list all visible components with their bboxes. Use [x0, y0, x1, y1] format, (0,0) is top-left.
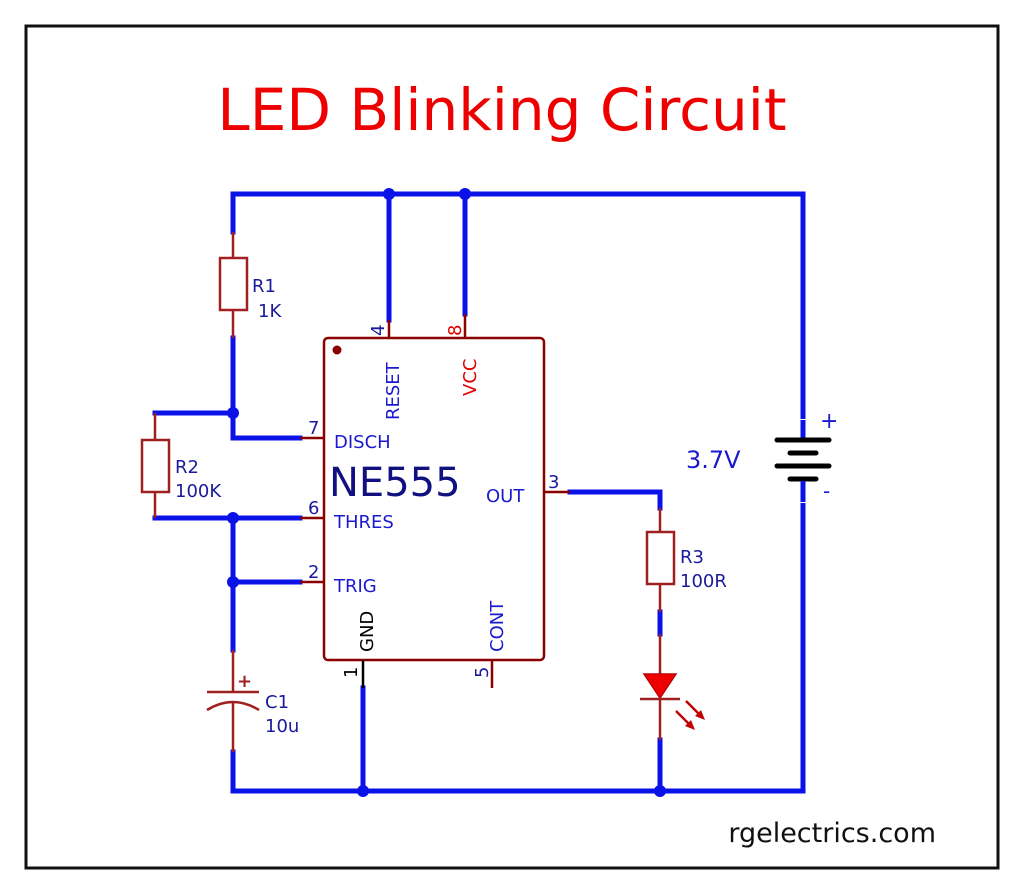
ic-body [322, 336, 546, 662]
pin1-marker-dot [332, 345, 342, 355]
wire-bottom-rail [230, 499, 806, 794]
led[interactable] [640, 634, 705, 740]
junction-dot [227, 407, 239, 419]
footer-website: rgelectrics.com [728, 818, 936, 849]
pin-number-8: 8 [445, 325, 466, 336]
pin-number-7: 7 [308, 418, 319, 439]
resistor-r3[interactable]: R3 100R [645, 508, 727, 612]
diagram-title: LED Blinking Circuit [217, 76, 786, 144]
frame-border [24, 24, 1000, 870]
ic-name: NE555 [329, 460, 461, 506]
pin-number-5: 5 [472, 667, 493, 678]
pin-name-reset: RESET [383, 361, 404, 420]
wire-disch [230, 335, 303, 441]
wire-out [567, 489, 663, 511]
resistor-r2[interactable]: R2 100K [140, 413, 222, 518]
r3-value: 100R [680, 571, 727, 592]
pin-number-2: 2 [308, 562, 319, 583]
junctions [227, 188, 666, 797]
r2-value: 100K [175, 481, 222, 502]
pin-name-out: OUT [486, 486, 525, 507]
pin-name-cont: CONT [487, 600, 508, 652]
junction-dot [357, 785, 369, 797]
junction-dot [383, 188, 395, 200]
pin-name-gnd: GND [357, 611, 378, 652]
c1-polarity: + [237, 671, 252, 692]
r2-ref: R2 [175, 457, 199, 478]
pin-name-disch: DISCH [334, 432, 391, 453]
r3-ref: R3 [680, 547, 704, 568]
battery-voltage: 3.7V [686, 446, 741, 474]
battery[interactable]: + - 3.7V [686, 409, 838, 503]
pin-name-vcc: VCC [460, 359, 481, 396]
battery-plus-label: + [820, 409, 838, 434]
r1-value: 1K [258, 301, 282, 322]
wire-top-rail [230, 191, 806, 423]
pin-number-4: 4 [368, 325, 389, 336]
resistor-r1[interactable]: R1 1K [218, 232, 282, 338]
pin-name-thres: THRES [333, 512, 394, 533]
battery-minus-label: - [823, 479, 830, 503]
junction-dot [227, 576, 239, 588]
pin-number-3: 3 [548, 472, 559, 493]
junction-dot [459, 188, 471, 200]
pin-number-6: 6 [308, 498, 319, 519]
c1-value: 10u [265, 716, 299, 737]
junction-dot [227, 512, 239, 524]
led-light-arrows-icon [675, 700, 705, 730]
junction-dot [654, 785, 666, 797]
pin-number-1: 1 [341, 667, 362, 678]
pin-name-trig: TRIG [333, 576, 377, 597]
ic-ne555[interactable]: 4 8 7 6 2 1 5 3 RESET VCC DISCH THRES TR… [300, 314, 570, 688]
r1-ref: R1 [252, 276, 276, 297]
capacitor-c1[interactable]: + C1 10u [206, 650, 299, 752]
led-triangle [642, 673, 678, 700]
c1-ref: C1 [265, 692, 289, 713]
